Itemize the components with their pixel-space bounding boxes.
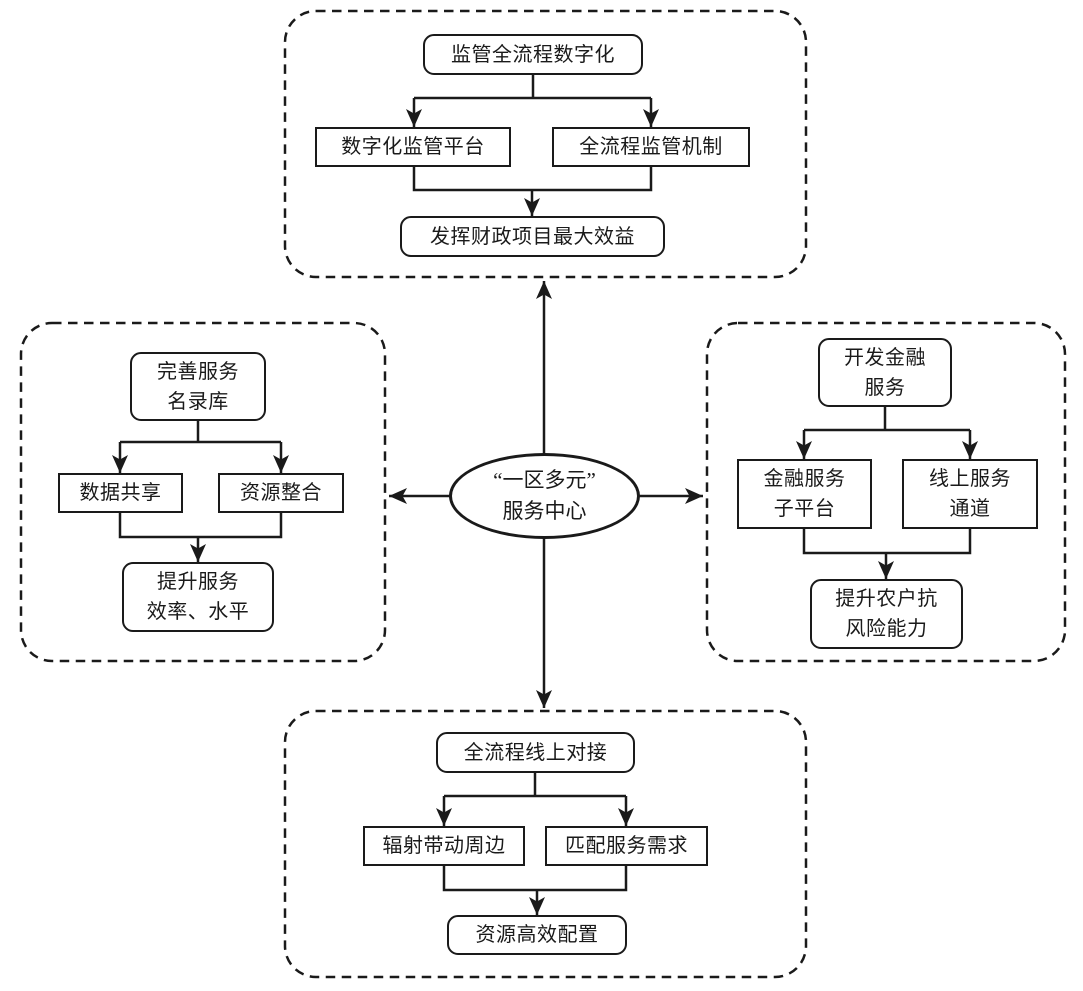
panel-border-top xyxy=(283,9,808,279)
node-top-outcome: 发挥财政项目最大效益 xyxy=(400,216,665,257)
node-left-branch-left: 数据共享 xyxy=(58,473,183,513)
node-right-source: 开发金融 服务 xyxy=(818,338,952,407)
panel-border-right xyxy=(705,321,1067,663)
connectors-top-panel xyxy=(406,74,659,216)
node-left-branch-right: 资源整合 xyxy=(218,473,344,513)
node-right-outcome: 提升农户抗 风险能力 xyxy=(810,579,963,649)
panel-borders xyxy=(19,9,1067,979)
connectors-bottom-panel xyxy=(436,772,634,915)
panel-border-left xyxy=(19,321,387,663)
node-top-branch-right: 全流程监管机制 xyxy=(552,127,750,167)
node-right-branch-left: 金融服务 子平台 xyxy=(737,459,872,529)
node-bottom-branch-left: 辐射带动周边 xyxy=(363,826,525,866)
node-bottom-outcome: 资源高效配置 xyxy=(447,915,627,955)
node-left-source: 完善服务 名录库 xyxy=(130,352,266,421)
node-top-branch-left: 数字化监管平台 xyxy=(315,127,511,167)
node-bottom-branch-right: 匹配服务需求 xyxy=(545,826,708,866)
node-top-source: 监管全流程数字化 xyxy=(423,34,643,75)
connectors-right-panel xyxy=(796,406,978,579)
node-left-outcome: 提升服务 效率、水平 xyxy=(122,562,274,632)
panel-border-bottom xyxy=(283,709,808,979)
connectors-left-panel xyxy=(112,420,289,562)
node-bottom-source: 全流程线上对接 xyxy=(436,732,635,773)
center-hub-ellipse: “一区多元” 服务中心 xyxy=(449,453,640,539)
center-radial-arrows xyxy=(389,281,703,708)
node-right-branch-right: 线上服务 通道 xyxy=(902,459,1038,529)
